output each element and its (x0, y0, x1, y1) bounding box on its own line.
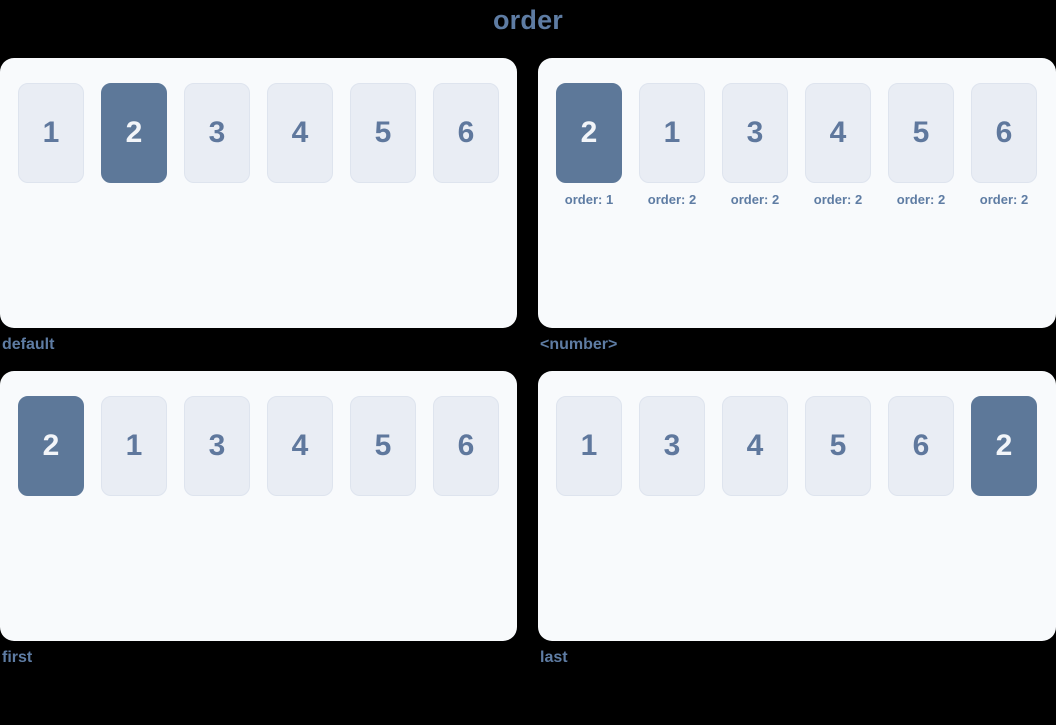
panel-caption-last: last (540, 649, 568, 666)
flex-item: 6 (888, 396, 954, 496)
box-with-order-label: 1 order: 2 (639, 83, 705, 207)
flex-item: 3 (639, 396, 705, 496)
order-label: order: 2 (813, 192, 863, 207)
panel-caption-number: <number> (540, 336, 618, 353)
flex-item: 1 (639, 83, 705, 183)
flex-item: 5 (888, 83, 954, 183)
flex-item: 1 (18, 83, 84, 183)
box-with-order-label: 3 order: 2 (722, 83, 788, 207)
flex-item: 3 (722, 83, 788, 183)
box-with-order-label: 5 order: 2 (888, 83, 954, 207)
example-number: 2 order: 1 1 order: 2 3 order: 2 4 order: 2 5 ord… (538, 58, 1056, 371)
flex-item: 5 (350, 83, 416, 183)
panel-caption-default: default (2, 336, 55, 353)
flex-item: 6 (433, 396, 499, 496)
flex-container: 2 order: 1 1 order: 2 3 order: 2 4 order: 2 5 ord… (556, 83, 1038, 207)
flex-item: 6 (971, 83, 1037, 183)
flex-item: 6 (433, 83, 499, 183)
panel-caption-first: first (2, 649, 33, 666)
highlighted-flex-item: 2 (18, 396, 84, 496)
flex-item: 4 (805, 83, 871, 183)
order-label: order: 2 (730, 192, 780, 207)
order-label: order: 2 (979, 192, 1029, 207)
flex-item: 5 (805, 396, 871, 496)
flex-item: 4 (267, 83, 333, 183)
flex-item: 1 (101, 396, 167, 496)
box-with-order-label: 4 order: 2 (805, 83, 871, 207)
highlighted-flex-item: 2 (101, 83, 167, 183)
flex-item: 3 (184, 396, 250, 496)
flex-item: 5 (350, 396, 416, 496)
flex-item: 4 (267, 396, 333, 496)
highlighted-flex-item: 2 (971, 396, 1037, 496)
order-label: order: 2 (896, 192, 946, 207)
flex-item: 1 (556, 396, 622, 496)
order-label: order: 2 (647, 192, 697, 207)
order-label: order: 1 (564, 192, 614, 207)
flex-item: 4 (722, 396, 788, 496)
page-title: order (492, 5, 564, 35)
box-with-order-label: 6 order: 2 (971, 83, 1037, 207)
panel-number: 2 order: 1 1 order: 2 3 order: 2 4 order: 2 5 ord… (538, 58, 1056, 328)
flex-item: 3 (184, 83, 250, 183)
box-with-order-label: 2 order: 1 (556, 83, 622, 207)
highlighted-flex-item: 2 (556, 83, 622, 183)
